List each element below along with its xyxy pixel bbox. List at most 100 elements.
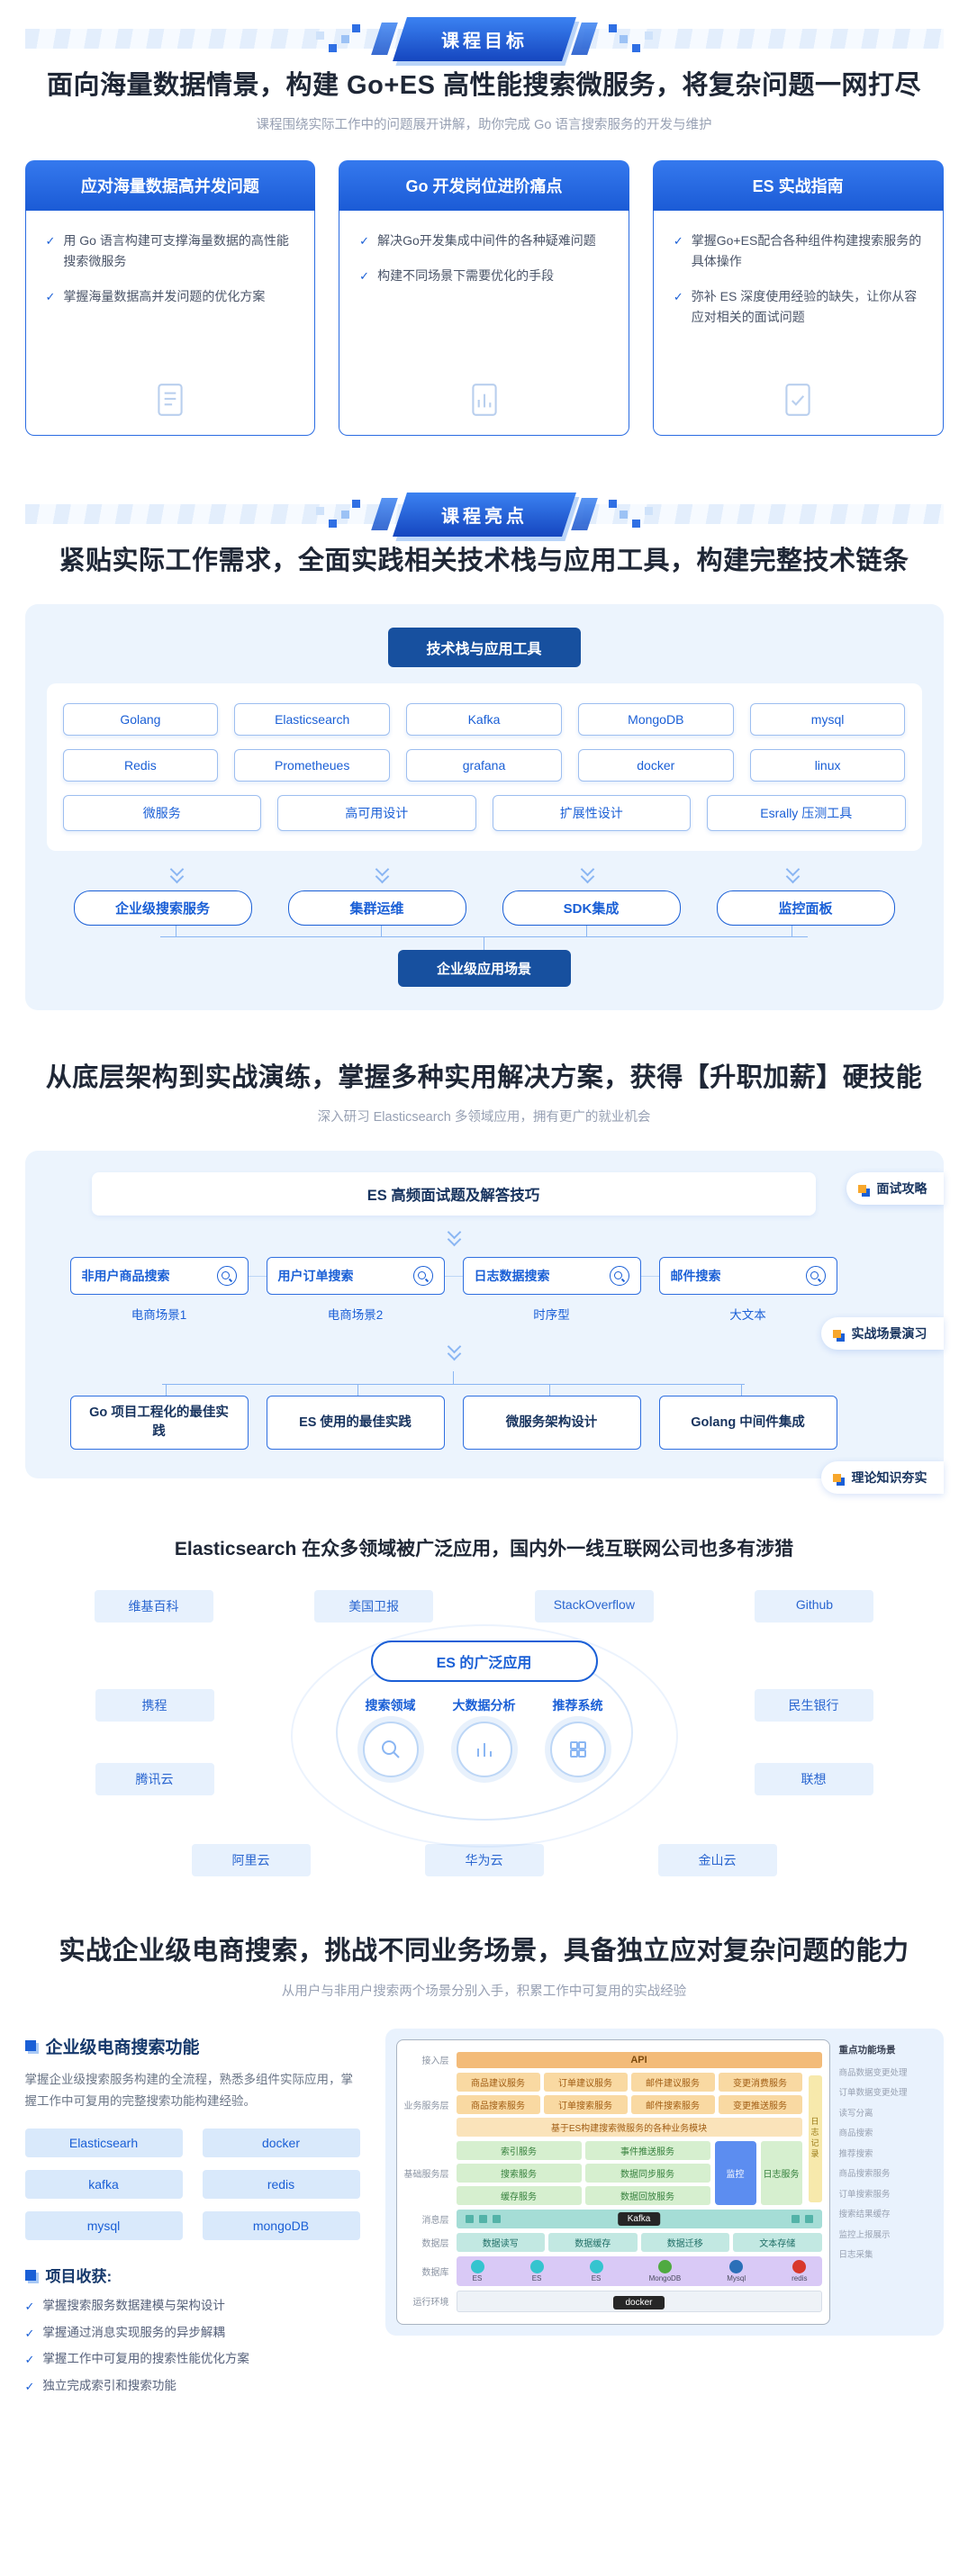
- queue-block-icon: [492, 2214, 501, 2223]
- database-bar: ES ES ES: [456, 2255, 822, 2286]
- annotation-item: 商品搜索: [838, 2129, 873, 2139]
- double-chevron-down-icon: [785, 865, 800, 881]
- api-bar: API: [456, 2051, 822, 2068]
- ecommerce-search-header-text: 企业级电商搜索功能: [45, 2038, 200, 2057]
- project-gain-text: 掌握通过消息实现服务的异步解耦: [42, 2325, 225, 2339]
- search-box: 邮件搜索: [658, 1257, 837, 1296]
- annotation-item: 商品搜索服务: [838, 2169, 891, 2180]
- connector-horizontal-line: [159, 936, 809, 938]
- tech-pill: docker: [577, 749, 734, 782]
- domain-search: 搜索领域: [362, 1696, 419, 1778]
- pixel-decoration-right-icon: [619, 34, 628, 43]
- goal-card-body: ✓ 掌握Go+ES配合各种组件构建搜索服务的具体操作 ✓ 弥补 ES 深度使用经…: [652, 211, 944, 437]
- search-box-label: 日志数据搜索: [474, 1269, 550, 1284]
- pixel-decoration-right-icon: [619, 510, 628, 519]
- check-icon: ✓: [359, 234, 370, 249]
- layer-runtime-row: 运行环境 docker: [404, 2290, 822, 2312]
- tech-pill: linux: [749, 749, 906, 782]
- check-icon: ✓: [45, 290, 56, 304]
- architecture-diagram: 接入层 API 业务服务层 商品建议服务订单建议服务邮件建议服务变更消费服务: [395, 2038, 830, 2325]
- best-practice-box: ES 使用的最佳实践: [266, 1396, 445, 1451]
- data-service-pill: 数据迁移: [640, 2232, 729, 2252]
- check-icon: ✓: [24, 2300, 35, 2314]
- docker-badge: docker: [613, 2295, 665, 2309]
- layer-data-row: 数据层 数据读写数据缓存数据迁移文本存储: [404, 2232, 822, 2252]
- ecommerce-search-description: 掌握企业级搜索服务构建的全流程，熟悉多组件实际应用，掌握工作中可复用的完整搜索功…: [24, 2072, 354, 2108]
- queue-block-icon: [791, 2214, 800, 2223]
- checklist-doc-icon: [674, 366, 923, 419]
- magnifier-icon: [216, 1266, 237, 1287]
- company-pill: 金山云: [657, 1844, 777, 1877]
- goal-card-item-text: 弥补 ES 深度使用经验的缺失，让你从容应对相关的面试问题: [691, 289, 918, 325]
- database-icon: [589, 2259, 603, 2273]
- goal-card-item-text: 掌握海量数据高并发问题的优化方案: [63, 289, 266, 304]
- side-label-text: 面试攻略: [876, 1181, 927, 1197]
- project-gain-item: ✓ 掌握通过消息实现服务的异步解耦: [25, 2324, 360, 2343]
- domain-analytics: 大数据分析: [453, 1696, 516, 1778]
- database-label: ES: [472, 2273, 483, 2282]
- goal-card-title: 应对海量数据高并发问题: [24, 160, 316, 212]
- monitor-box: 监控: [714, 2140, 756, 2205]
- layer-label: 数据层: [421, 2238, 449, 2249]
- project-gain-text: 掌握搜索服务数据建模与架构设计: [42, 2299, 225, 2313]
- decoration-ring: [290, 1624, 678, 1848]
- company-pill: 联想: [754, 1763, 873, 1796]
- tech-pill: grafana: [406, 749, 562, 782]
- database-icon: [792, 2259, 807, 2273]
- goal-cards: 应对海量数据高并发问题 ✓ 用 Go 语言构建可支撑海量数据的高性能搜索微服务 …: [24, 160, 944, 437]
- magnifier-icon: [609, 1266, 629, 1287]
- search-scenario: 用户订单搜索 电商场景2: [266, 1257, 445, 1323]
- search-box-label: 邮件搜索: [670, 1269, 721, 1284]
- data-service-pill: 数据读写: [456, 2232, 545, 2252]
- data-service-pill: 数据缓存: [548, 2232, 638, 2252]
- data-service-pill: 文本存储: [733, 2232, 822, 2252]
- ribbon-wing-left: [370, 498, 398, 531]
- connector-lines: [47, 926, 922, 951]
- message-queue-bar: Kafka: [456, 2209, 822, 2228]
- companies-right-column: 民生银行联想: [754, 1689, 873, 1796]
- base-service-pill: 事件推送服务: [584, 2140, 710, 2160]
- side-label-text: 理论知识夯实: [851, 1470, 927, 1486]
- goal-card-2: Go 开发岗位进阶痛点 ✓ 解决Go开发集成中间件的各种疑难问题 ✓ 构建不同场…: [339, 160, 629, 437]
- solutions-panel: 面试攻略 实战场景演习 理论知识夯实 ES 高频面试题及解答技巧 非用户商品搜索: [24, 1151, 944, 1495]
- diagram-annotations: 重点功能场景 商品数据变更处理订单数据变更处理读写分离商品搜索推荐搜索商品搜索服…: [830, 2039, 933, 2325]
- component-pill: docker: [202, 2129, 360, 2158]
- domain-label: 推荐系统: [552, 1698, 603, 1713]
- check-icon: ✓: [24, 2379, 35, 2393]
- layer-base-row: 基础服务层 索引服务事件推送服务搜索服务数据同步服务缓存服务数据回放服务 监控 …: [404, 2140, 822, 2205]
- company-pill: 维基百科: [94, 1590, 213, 1623]
- component-pill: kafka: [24, 2170, 183, 2200]
- goal-card-item: ✓ 用 Go 语言构建可支撑海量数据的高性能搜索微服务: [46, 230, 295, 272]
- section-marker-icon: [24, 2040, 36, 2052]
- runtime-bar: docker: [456, 2290, 822, 2312]
- check-icon: ✓: [24, 2326, 35, 2340]
- goal-card-item: ✓ 弥补 ES 深度使用经验的缺失，让你从容应对相关的面试问题: [674, 286, 923, 328]
- course-landing-page: 课程目标 面向海量数据情景，构建 Go+ES 高性能搜索微服务，将复杂问题一网打…: [0, 0, 968, 2395]
- annotation-item: 订单数据变更处理: [838, 2088, 908, 2099]
- log-record-bar: 日志记录: [808, 2074, 822, 2202]
- database-item: Mysql: [727, 2259, 746, 2282]
- application-scenario-pill: 企业级应用场景: [397, 950, 571, 988]
- business-service-pill: 邮件建议服务: [630, 2072, 715, 2092]
- component-pill: redis: [202, 2170, 360, 2200]
- tech-pill: 微服务: [62, 795, 261, 832]
- goal-card-1: 应对海量数据高并发问题 ✓ 用 Go 语言构建可支撑海量数据的高性能搜索微服务 …: [24, 160, 316, 437]
- middle-layers: 业务服务层 商品建议服务订单建议服务邮件建议服务变更消费服务 商品搜索服务订单搜…: [404, 2072, 822, 2205]
- database-item: MongoDB: [649, 2259, 681, 2282]
- component-pill: mongoDB: [202, 2211, 360, 2241]
- double-chevron-down-icon: [447, 1342, 461, 1359]
- annotation-item: 监控上报展示: [838, 2229, 891, 2240]
- domains-row: 搜索领域 大数据分析 推荐系统: [286, 1696, 683, 1778]
- ribbon-wing-left: [370, 23, 398, 55]
- companies-bottom-row: 阿里云华为云金山云: [191, 1844, 777, 1877]
- kafka-badge: Kafka: [617, 2211, 661, 2226]
- practice-subtitle: 从用户与非用户搜索两个场景分别入手，积累工作中可复用的实战经验: [281, 1984, 687, 1999]
- layer-database-row: 数据库 ES ES: [404, 2255, 822, 2286]
- search-box-label: 非用户商品搜索: [81, 1269, 170, 1284]
- ecommerce-search-header: 企业级电商搜索功能: [24, 2034, 360, 2058]
- ribbon-banner: 课程目标: [392, 16, 576, 61]
- search-box: 非用户商品搜索: [69, 1257, 249, 1296]
- base-services-grid: 索引服务事件推送服务搜索服务数据同步服务缓存服务数据回放服务: [456, 2140, 710, 2205]
